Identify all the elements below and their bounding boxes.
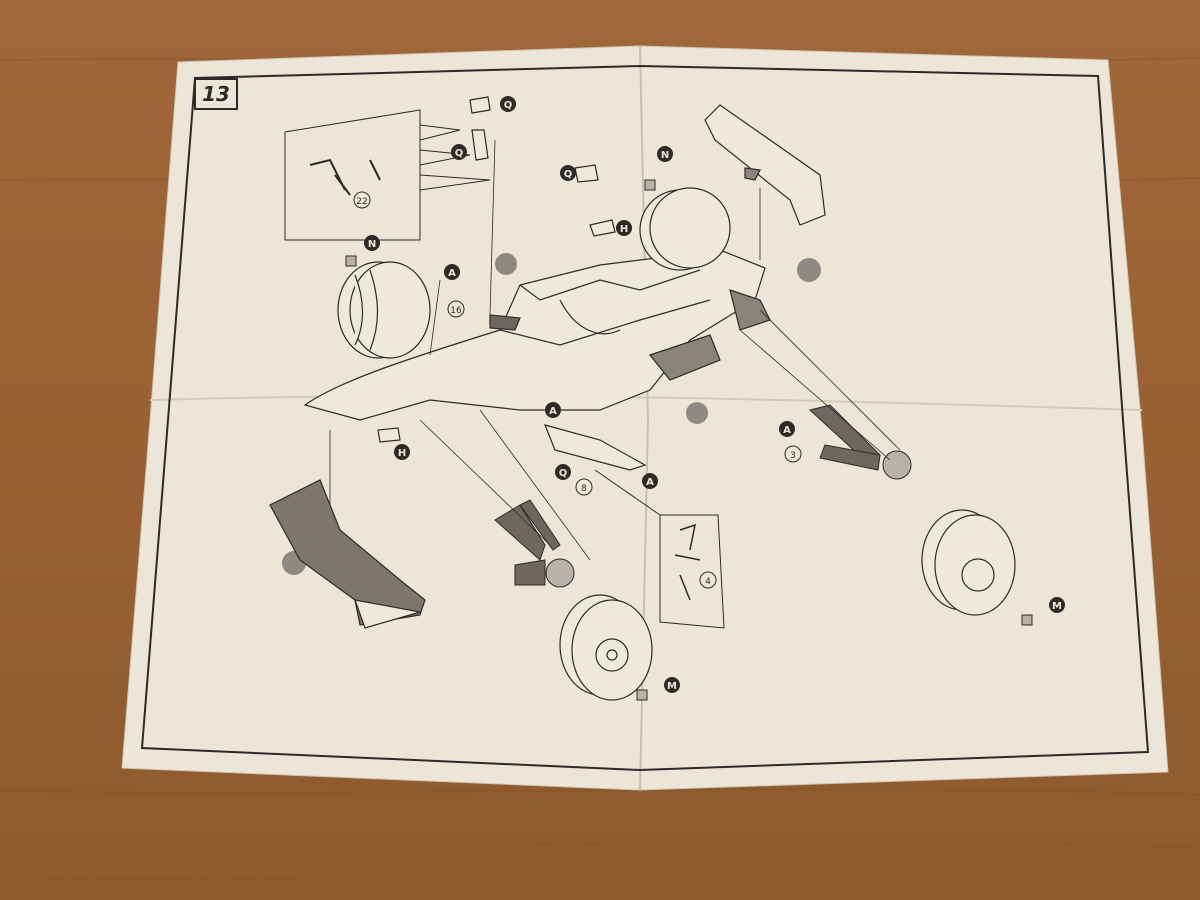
label-q-mid: Q <box>451 144 467 160</box>
rear-wing-drawing <box>704 104 826 226</box>
callout-3: 3 <box>790 451 796 461</box>
svg-text:A: A <box>783 425 791 436</box>
page-border <box>140 64 1150 772</box>
label-a-lower: A <box>642 473 658 489</box>
svg-text:H: H <box>398 448 406 459</box>
label-q-lower: Q <box>555 464 571 480</box>
svg-text:Q: Q <box>455 148 464 159</box>
label-a-rear: A <box>779 421 795 437</box>
svg-text:Q: Q <box>504 100 513 111</box>
label-n-rear: N <box>657 146 673 162</box>
svg-text:M: M <box>667 681 677 692</box>
wheel-front-left <box>337 261 431 359</box>
shaded-marker-rear <box>797 258 821 282</box>
step-number-box: 13 <box>194 78 238 110</box>
svg-text:M: M <box>1052 601 1062 612</box>
callout-16-marker: 16 <box>447 300 465 318</box>
shaded-marker-top <box>495 253 517 275</box>
wheel-rear-top <box>639 187 731 271</box>
detail-inset-22: 22 <box>284 109 491 241</box>
callout-22: 22 <box>356 197 367 207</box>
car-chassis-drawing <box>303 249 771 421</box>
svg-text:H: H <box>620 224 628 235</box>
assembly-guide-lines <box>329 139 901 561</box>
wheel-front-bottom <box>559 594 653 701</box>
label-q-center: Q <box>560 165 576 181</box>
svg-text:A: A <box>448 268 456 279</box>
nut-m-rear <box>1021 614 1033 626</box>
nut-n-front <box>345 255 357 267</box>
horizontal-fold <box>149 394 1143 411</box>
label-q-top: Q <box>500 96 516 112</box>
wheel-rear-bottom <box>921 509 1016 616</box>
step-number: 13 <box>202 82 230 106</box>
label-m-front: M <box>664 677 680 693</box>
mirror-parts <box>377 96 616 443</box>
label-h-front: H <box>394 444 410 460</box>
svg-text:N: N <box>661 150 669 161</box>
suspension-rear <box>808 404 912 480</box>
shaded-marker-side <box>686 402 708 424</box>
callout-8: 8 <box>581 484 587 494</box>
nut-n-rear <box>644 179 656 191</box>
sidepod-part <box>543 424 647 471</box>
label-n-front: N <box>364 235 380 251</box>
label-a-side: A <box>545 402 561 418</box>
callout-4: 4 <box>705 577 711 587</box>
callout-8-marker: 8 <box>575 478 593 496</box>
suspension-front <box>494 499 575 588</box>
callout-16: 16 <box>450 306 462 316</box>
svg-text:A: A <box>646 477 654 488</box>
label-h-top: H <box>616 220 632 236</box>
label-m-rear: M <box>1049 597 1065 613</box>
detail-inset-4: 4 <box>594 469 725 629</box>
svg-text:N: N <box>368 239 376 250</box>
svg-text:Q: Q <box>559 468 568 479</box>
nut-m-front <box>636 689 648 701</box>
svg-text:A: A <box>549 406 557 417</box>
label-a-nose: A <box>444 264 460 280</box>
svg-text:Q: Q <box>564 169 573 180</box>
callout-3-marker: 3 <box>784 445 802 463</box>
